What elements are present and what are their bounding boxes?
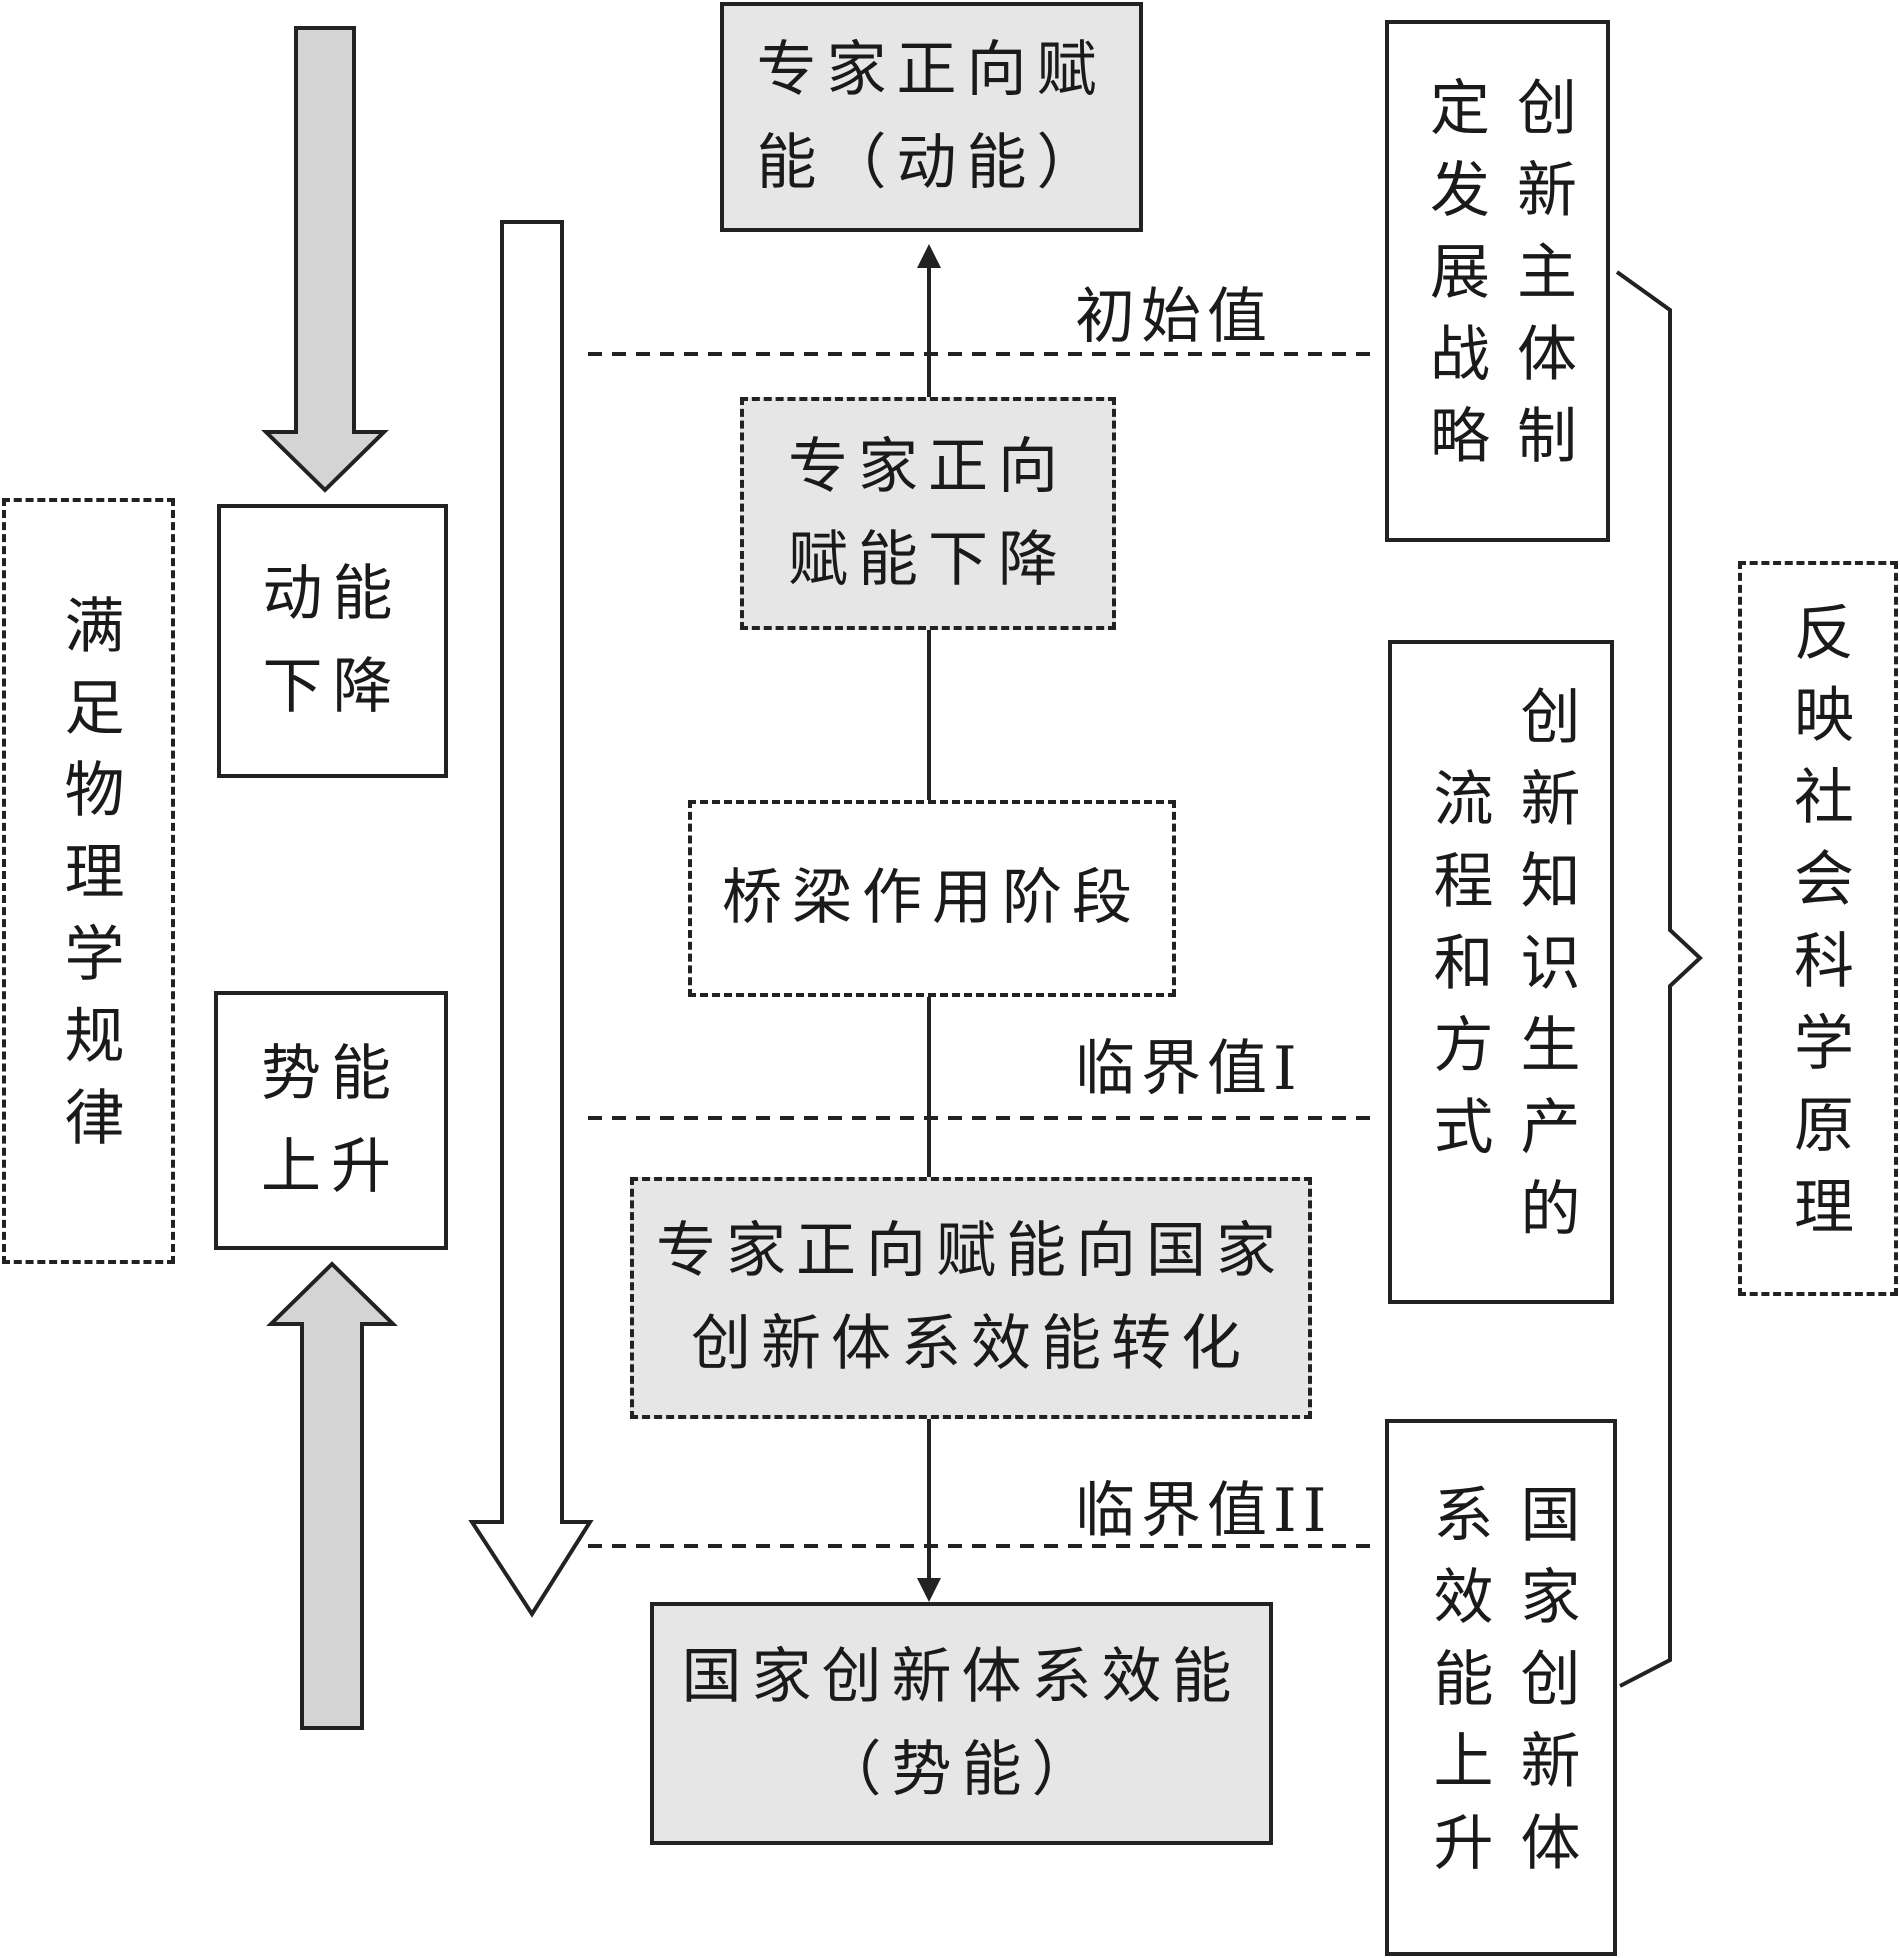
social-science-label: 反映社会科学原理 bbox=[1783, 600, 1854, 1257]
innovation-efficiency-box: 国家创新体系效能 （势能） bbox=[650, 1602, 1273, 1845]
potential-rise-label: 势能 上升 bbox=[261, 1038, 401, 1202]
social-science-box: 反映社会科学原理 bbox=[1738, 561, 1898, 1296]
bridge-stage-label: 桥梁作用阶段 bbox=[722, 863, 1142, 933]
kinetic-drop-box: 动能 下降 bbox=[217, 504, 448, 778]
empowerment-drop-label: 专家正向 赋能下降 bbox=[788, 431, 1068, 595]
strategy-label: 创新主体制定发展战略 bbox=[1419, 76, 1577, 486]
transformation-label: 专家正向赋能向国家 创新体系效能转化 bbox=[656, 1216, 1286, 1379]
process-down-arrow bbox=[468, 220, 594, 1618]
knowledge-process-box: 创新知识生产的流程和方式 bbox=[1388, 640, 1614, 1304]
kinetic-drop-label: 动能 下降 bbox=[262, 559, 403, 722]
bridge-stage-box: 桥梁作用阶段 bbox=[688, 800, 1176, 997]
transformation-box: 专家正向赋能向国家 创新体系效能转化 bbox=[630, 1177, 1312, 1419]
expert-empowerment-label: 专家正向赋 能（动能） bbox=[756, 35, 1107, 198]
knowledge-process-label: 创新知识生产的流程和方式 bbox=[1423, 685, 1580, 1259]
empowerment-drop-box: 专家正向 赋能下降 bbox=[740, 397, 1116, 630]
potential-up-arrow bbox=[266, 1261, 398, 1730]
physics-law-label: 满足物理学规律 bbox=[54, 594, 124, 1168]
innovation-efficiency-label: 国家创新体系效能 （势能） bbox=[681, 1641, 1242, 1805]
efficiency-rise-box: 国家创新体系效能上升 bbox=[1385, 1419, 1617, 1956]
kinetic-down-arrow bbox=[261, 26, 389, 493]
threshold-initial-label: 初始值 bbox=[1075, 282, 1273, 352]
expert-empowerment-box: 专家正向赋 能（动能） bbox=[720, 2, 1143, 232]
threshold-critical-2-label: 临界值II bbox=[1075, 1476, 1333, 1546]
arrowhead-up bbox=[917, 244, 941, 268]
threshold-critical-1-label: 临界值I bbox=[1075, 1034, 1303, 1104]
strategy-box: 创新主体制定发展战略 bbox=[1385, 20, 1610, 542]
potential-rise-box: 势能 上升 bbox=[214, 991, 448, 1250]
physics-law-box: 满足物理学规律 bbox=[2, 498, 175, 1264]
arrowhead-down bbox=[917, 1578, 941, 1602]
efficiency-rise-label: 国家创新体系效能上升 bbox=[1423, 1482, 1580, 1893]
right-brace bbox=[1615, 270, 1703, 1688]
